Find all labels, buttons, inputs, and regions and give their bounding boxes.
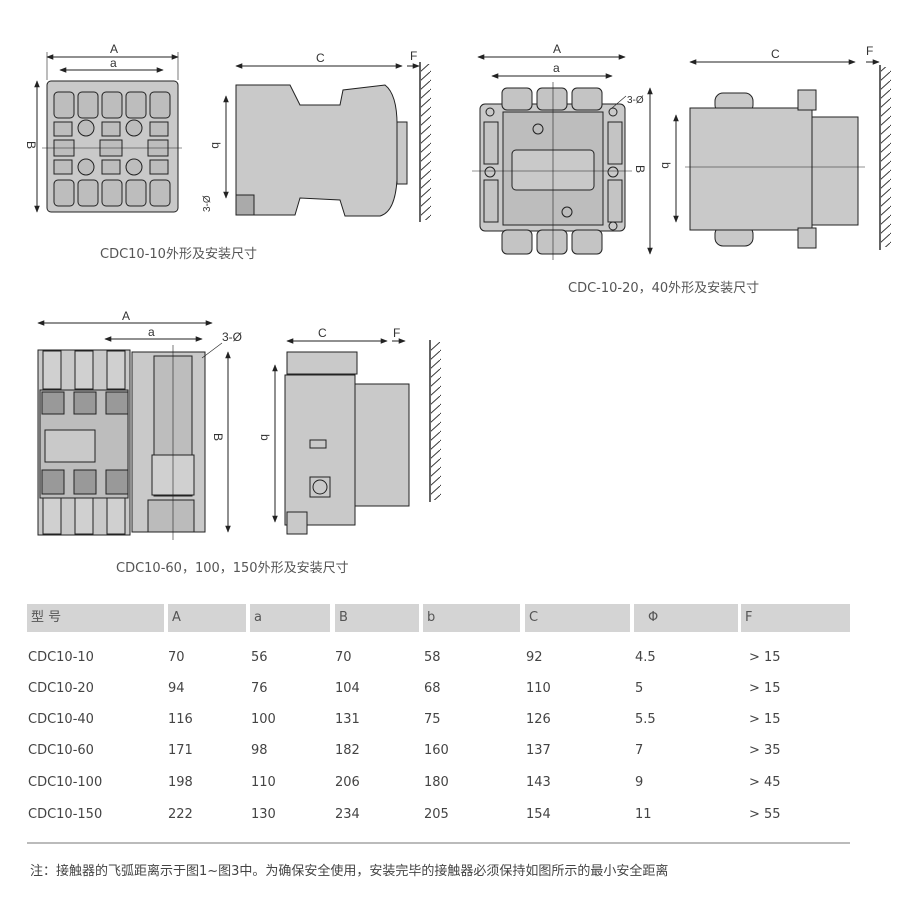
table-cell: 130 [251, 807, 276, 822]
header-b: b [423, 604, 520, 632]
fig2-label-hole: 3-Ø [627, 95, 644, 106]
table-cell: > 55 [749, 807, 781, 822]
fig3-caption: CDC10-60，100，150外形及安装尺寸 [116, 561, 349, 576]
table-cell: 94 [168, 681, 185, 696]
fig2-caption: CDC-10-20，40外形及安装尺寸 [568, 281, 760, 296]
fig2-dimensions [477, 54, 653, 255]
table-cell: > 15 [749, 712, 781, 727]
table-cell: 70 [335, 650, 352, 665]
table-cell: CDC10-20 [28, 681, 94, 696]
fig3-label-b: b [258, 434, 272, 441]
table-cell: 171 [168, 743, 193, 758]
table-cell: 131 [335, 712, 360, 727]
fig3-front-view [37, 345, 206, 540]
table-cell: 180 [424, 775, 449, 790]
dimension-drawings: A a B b C F 3-Ø A a B b C F 3-Ø A a B b … [24, 42, 891, 540]
table-cell: 137 [526, 743, 551, 758]
table-cell: 126 [526, 712, 551, 727]
header-F: F [741, 604, 850, 632]
header-a: a [250, 604, 330, 632]
header-A: A [168, 604, 246, 632]
fig1-label-b: b [209, 142, 223, 149]
table-cell: 75 [424, 712, 441, 727]
table-cell: CDC10-60 [28, 743, 94, 758]
table-cell: 7 [635, 743, 644, 758]
fig2-label-A: A [553, 42, 561, 56]
table-cell: 198 [168, 775, 193, 790]
fig2-side-view [673, 59, 891, 250]
table-cell: CDC10-150 [28, 807, 103, 822]
table-cell: 11 [635, 807, 652, 822]
table-cell: 76 [251, 681, 268, 696]
fig3-dimensions [37, 320, 231, 533]
fig3-label-F: F [393, 326, 400, 340]
fig3-label-C: C [318, 326, 327, 340]
fig3-label-A: A [122, 309, 130, 323]
fig3-side-view [272, 338, 441, 535]
header-phi: Φ [634, 604, 738, 632]
fig1-label-C: C [316, 51, 325, 65]
fig2-label-a: a [553, 61, 560, 75]
table-cell: > 15 [749, 681, 781, 696]
fig2-label-F: F [866, 44, 873, 58]
table-cell: 9 [635, 775, 644, 790]
fig1-side-view [223, 62, 431, 222]
table-cell: CDC10-100 [28, 775, 103, 790]
fig2-label-B: B [633, 165, 647, 173]
table-cell: 154 [526, 807, 551, 822]
table-cell: 98 [251, 743, 268, 758]
table-cell: CDC10-10 [28, 650, 94, 665]
table-bottom-rule [27, 842, 850, 844]
table-cell: 205 [424, 807, 449, 822]
table-cell: 182 [335, 743, 360, 758]
fig1-label-F: F [410, 49, 417, 63]
table-cell: 70 [168, 650, 185, 665]
table-cell: 206 [335, 775, 360, 790]
fig1-label-a: a [110, 56, 117, 70]
table-cell: CDC10-40 [28, 712, 94, 727]
table-cell: 100 [251, 712, 276, 727]
table-cell: 5.5 [635, 712, 656, 727]
fig2-front-view [472, 82, 632, 260]
fig1-label-hole: 3-Ø [202, 195, 213, 212]
header-model: 型 号 [27, 604, 164, 632]
fig2-label-b: b [659, 162, 673, 169]
table-cell: > 35 [749, 743, 781, 758]
table-cell: 4.5 [635, 650, 656, 665]
table-cell: 110 [526, 681, 551, 696]
fig3-label-hole: 3-Ø [222, 330, 242, 344]
table-cell: 222 [168, 807, 193, 822]
header-C: C [525, 604, 630, 632]
table-cell: 160 [424, 743, 449, 758]
table-cell: > 15 [749, 650, 781, 665]
fig1-label-A: A [110, 42, 118, 56]
table-cell: 58 [424, 650, 441, 665]
table-cell: 104 [335, 681, 360, 696]
fig1-front-view [42, 80, 182, 213]
table-cell: 92 [526, 650, 543, 665]
safety-note: 注：接触器的飞弧距离示于图1~图3中。为确保安全使用，安装完毕的接触器必须保持如… [30, 864, 669, 879]
fig1-dimensions [34, 52, 179, 213]
table-cell: 116 [168, 712, 193, 727]
table-cell: > 45 [749, 775, 781, 790]
fig1-caption: CDC10-10外形及安装尺寸 [100, 247, 257, 262]
fig3-label-a: a [148, 325, 155, 339]
fig2-label-C: C [771, 47, 780, 61]
fig1-label-B: B [24, 141, 38, 149]
table-cell: 110 [251, 775, 276, 790]
table-cell: 56 [251, 650, 268, 665]
table-cell: 68 [424, 681, 441, 696]
header-B: B [335, 604, 419, 632]
table-cell: 143 [526, 775, 551, 790]
table-cell: 234 [335, 807, 360, 822]
fig3-label-B: B [211, 433, 225, 441]
table-cell: 5 [635, 681, 644, 696]
